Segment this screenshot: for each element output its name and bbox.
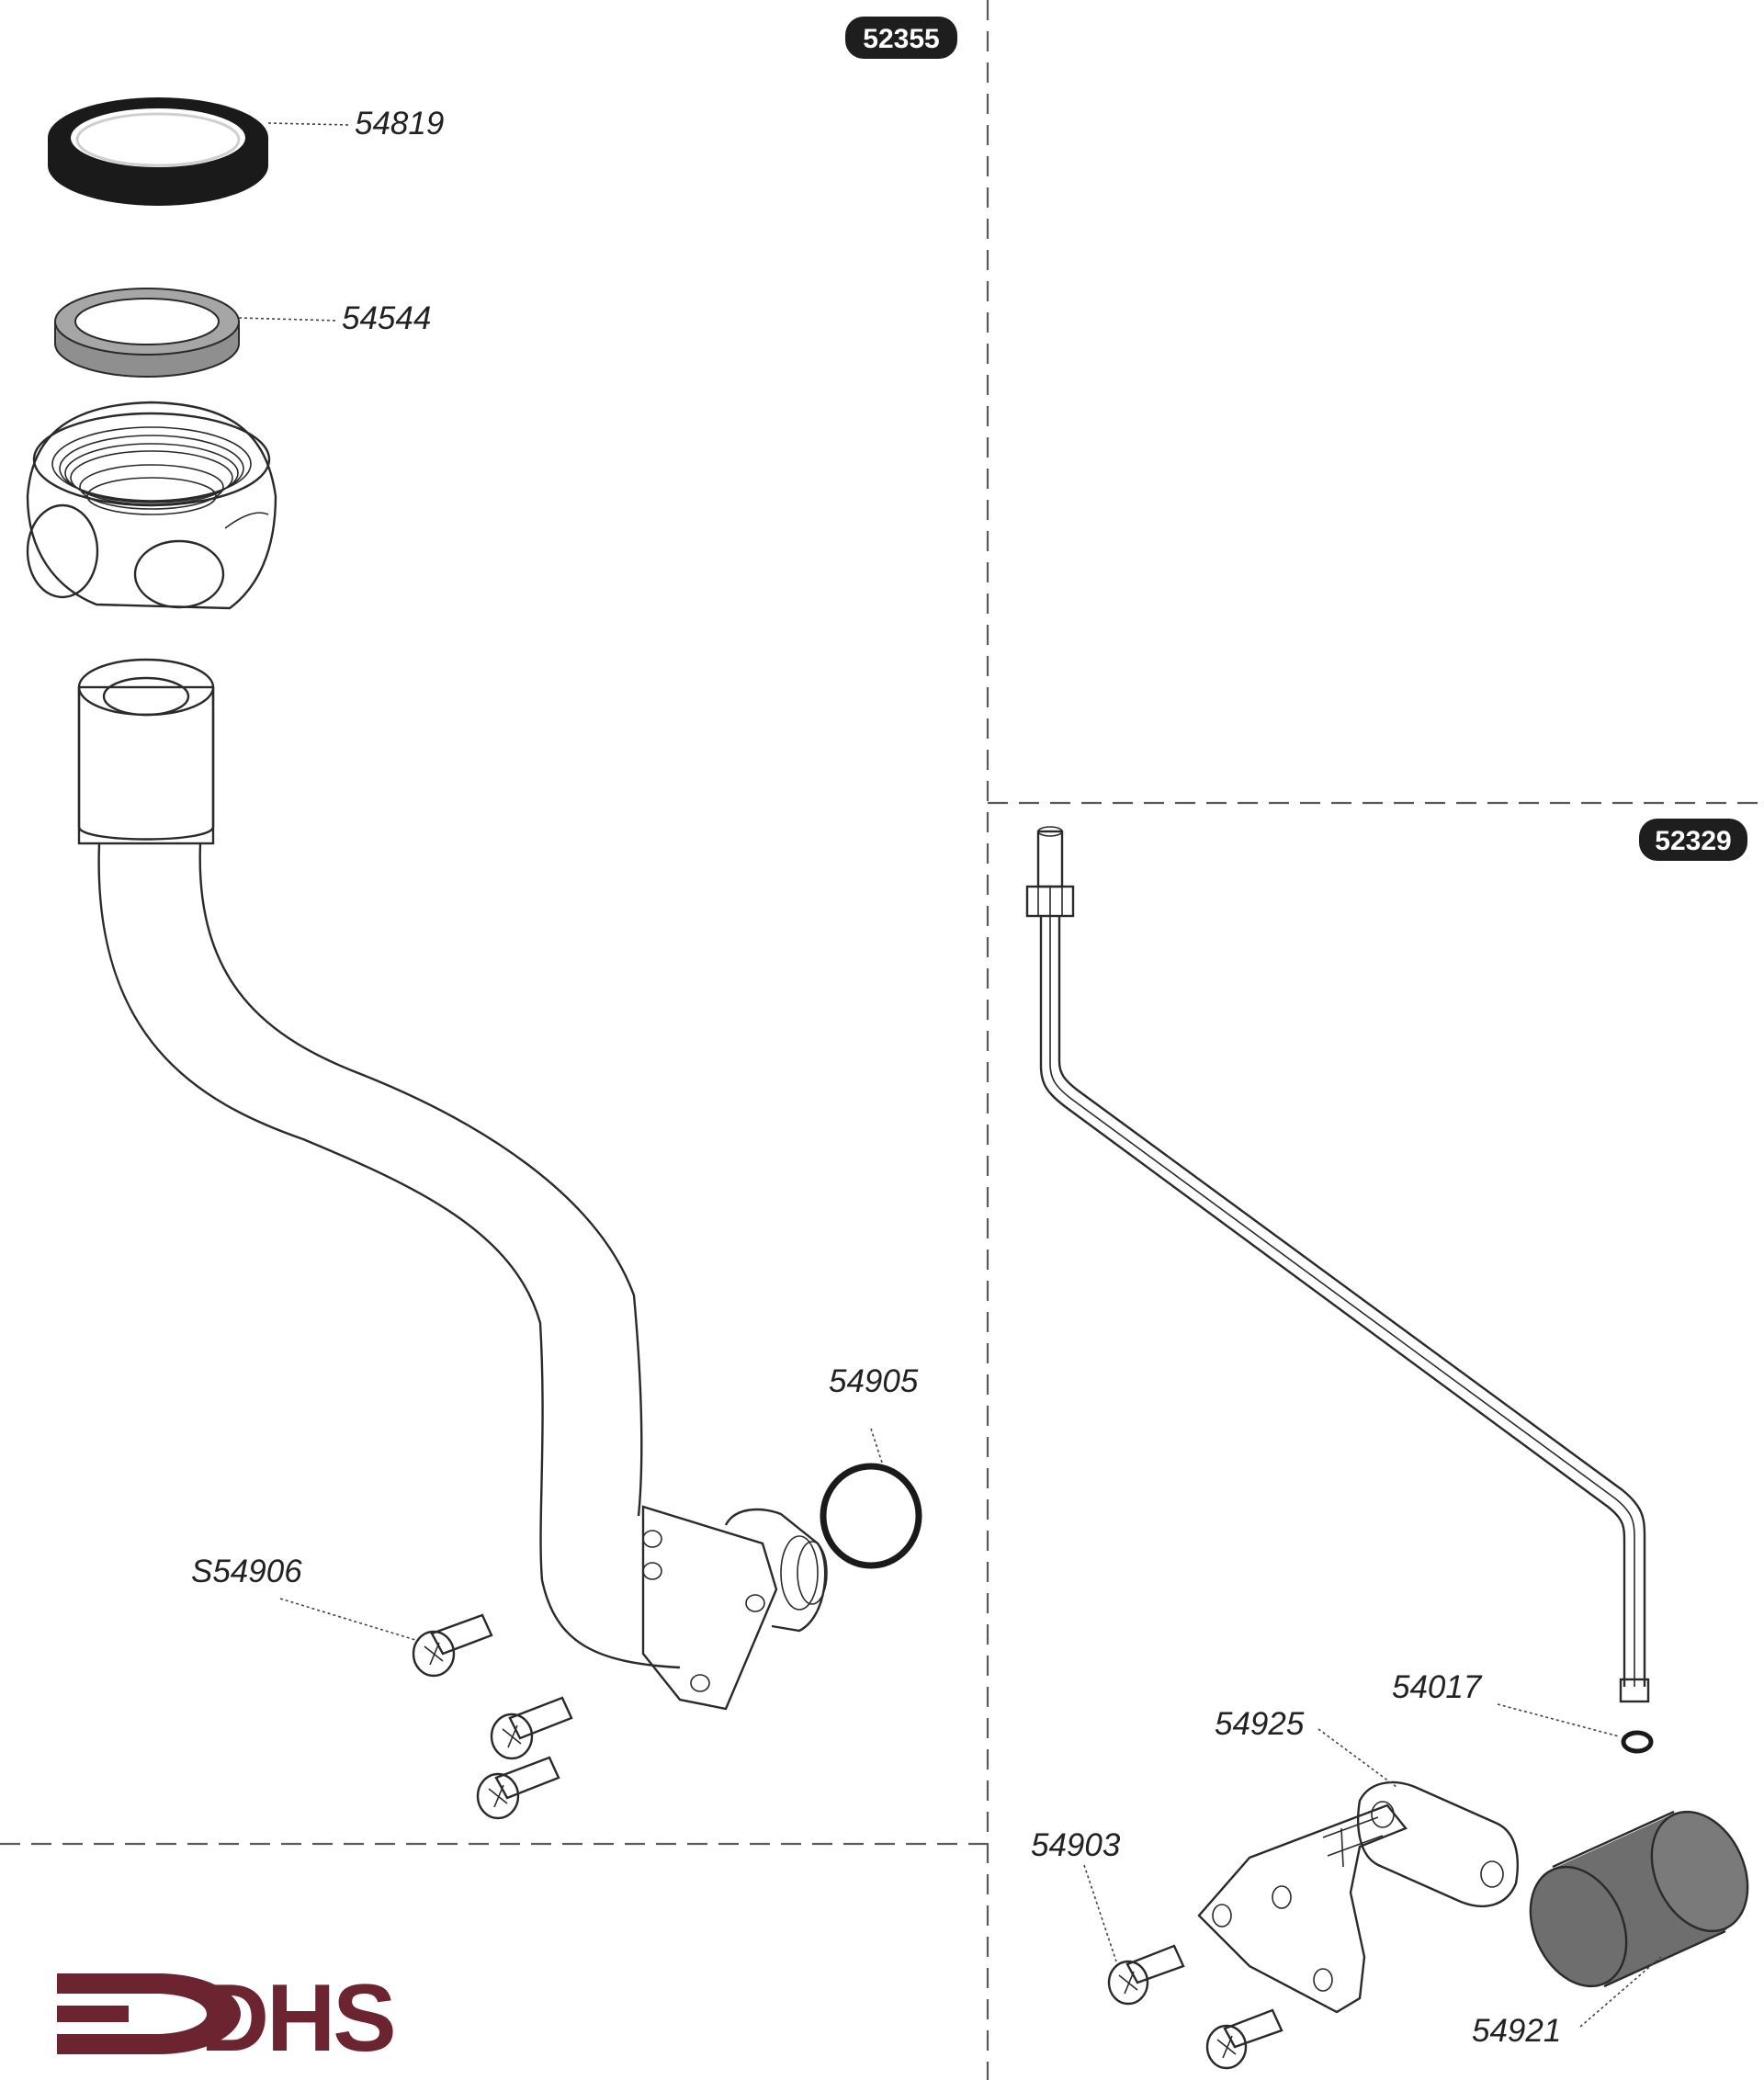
- overflow-tube: [1025, 826, 1650, 1703]
- label-S54906: S54906: [191, 1554, 302, 1589]
- logo-text: DHS: [200, 1965, 394, 2072]
- label-54903: 54903: [1031, 1827, 1121, 1863]
- screws-s54906: [412, 1613, 573, 1820]
- oring-54017: [1621, 1730, 1654, 1754]
- dhs-logo: DHS: [57, 1965, 397, 2072]
- label-54925: 54925: [1215, 1706, 1305, 1742]
- gasket-54819: [48, 97, 268, 206]
- label-54921: 54921: [1472, 2013, 1561, 2049]
- badge-text-52355: 52355: [863, 24, 939, 54]
- label-54819: 54819: [355, 106, 444, 141]
- badge-text-52329: 52329: [1655, 826, 1731, 856]
- assembly-badge-52329: 52329: [1639, 819, 1747, 861]
- washer-54544: [54, 288, 240, 378]
- drain-pipe: [77, 658, 828, 1711]
- label-54017: 54017: [1392, 1669, 1483, 1705]
- screws-54903: [1107, 1944, 1283, 2070]
- cap-54921: [1529, 1810, 1749, 1988]
- oring-54905: [820, 1463, 922, 1569]
- assembly-badge-52355: 52355: [845, 17, 957, 59]
- label-54544: 54544: [342, 300, 431, 336]
- label-54905: 54905: [829, 1363, 919, 1399]
- bracket-54925: [1197, 1780, 1519, 2014]
- hex-nut: [26, 401, 277, 610]
